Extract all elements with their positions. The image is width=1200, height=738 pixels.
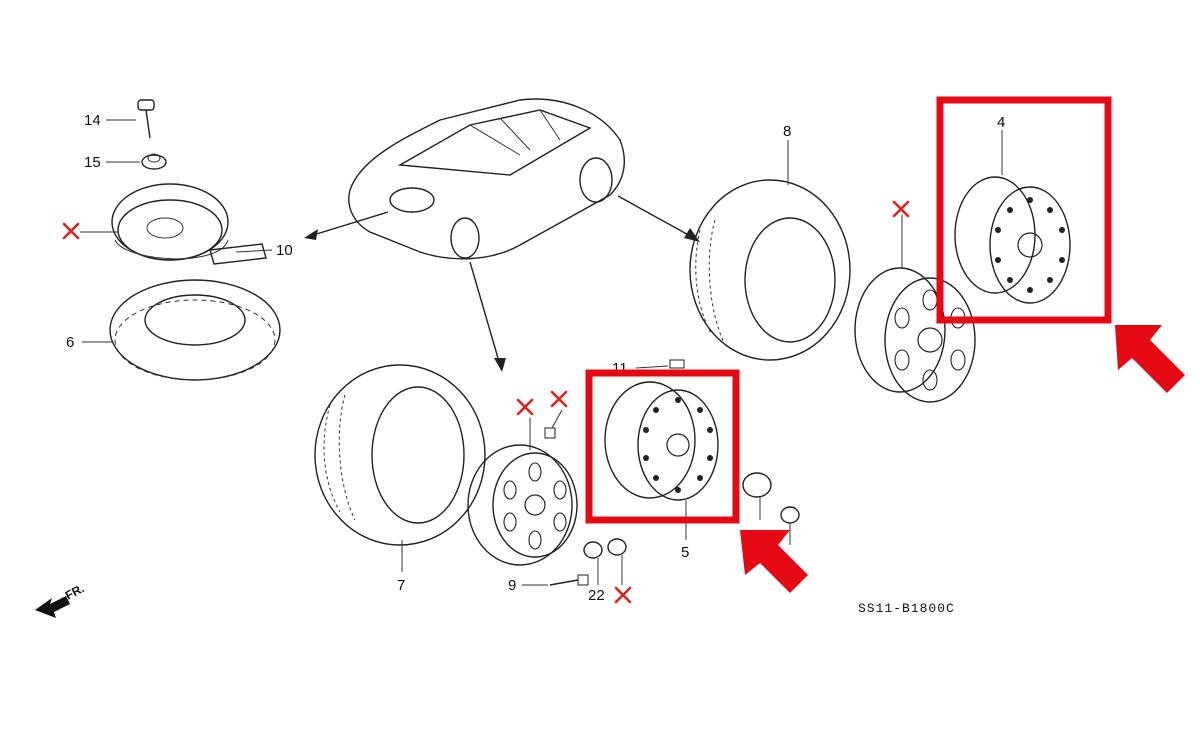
tire-icon (109, 279, 281, 381)
callout-8: 8 (783, 123, 791, 140)
diagram-code: SS11-B1800C (858, 601, 955, 616)
callout-4: 4 (997, 114, 1005, 131)
red-arrow-icon (740, 325, 1185, 593)
cross-icon (62, 200, 910, 604)
wheel-icon-right (854, 267, 976, 403)
spare-wheel-icon (111, 183, 229, 261)
callout-10: 10 (276, 242, 293, 259)
callout-22: 22 (588, 587, 605, 604)
callout-7: 7 (397, 577, 405, 594)
highlight-box-5 (585, 369, 740, 524)
car-outline-icon (348, 98, 626, 260)
callout-15: 15 (84, 154, 101, 171)
wheel-icon-aux (467, 444, 578, 566)
tire-icon-7 (314, 364, 486, 546)
wheel-icon-5 (604, 381, 719, 501)
callout-14: 14 (84, 112, 101, 129)
highlight-box-4 (936, 96, 1112, 324)
nut-15-icon (141, 153, 167, 170)
callout-5: 5 (681, 544, 689, 561)
wheel-icon-4 (954, 176, 1071, 304)
callout-6: 6 (66, 334, 74, 351)
tire-icon-8 (689, 179, 851, 361)
front-arrow-icon (35, 596, 70, 618)
valve-icon (549, 574, 589, 586)
pad-10-icon (209, 243, 267, 265)
callout-9: 9 (508, 577, 516, 594)
car-leader-lines (304, 195, 700, 372)
bolt-14-icon (137, 99, 155, 139)
callout-leaders (80, 119, 1003, 586)
